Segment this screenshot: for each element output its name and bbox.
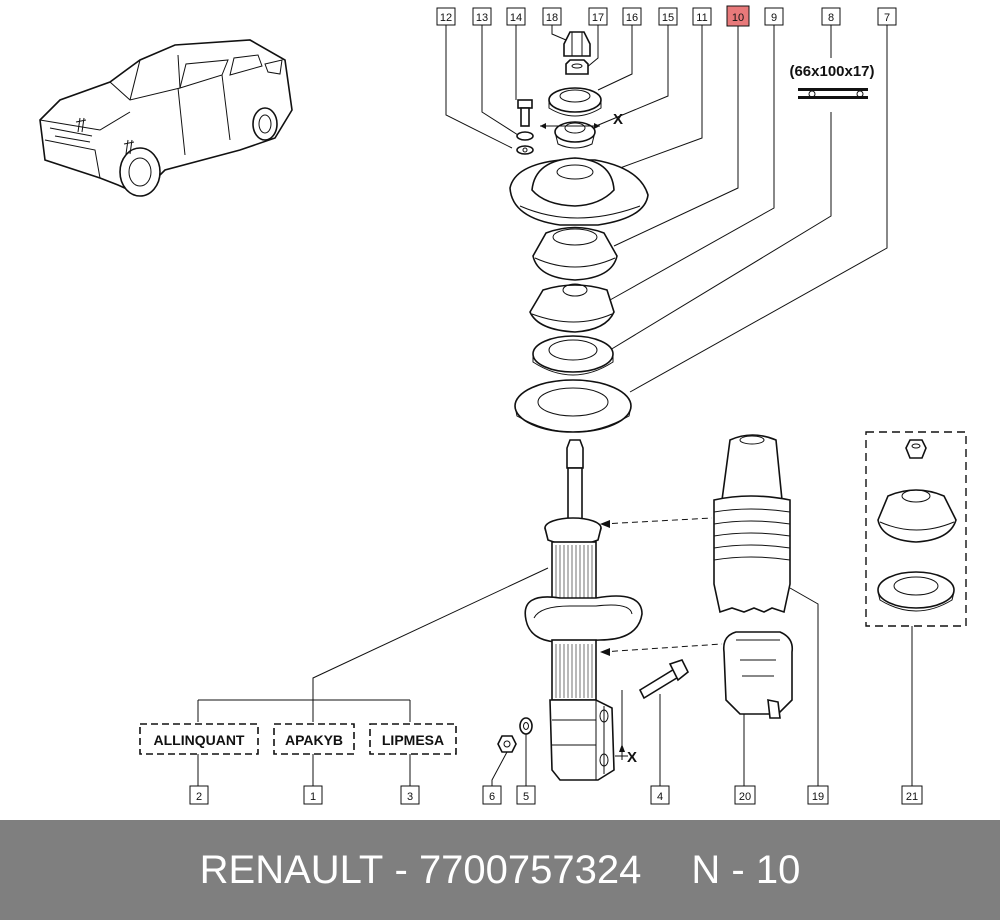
svg-text:19: 19	[812, 791, 824, 803]
svg-text:ALLINQUANT: ALLINQUANT	[154, 732, 245, 748]
callout-18: 18	[542, 7, 562, 26]
washer-5	[519, 717, 533, 735]
callout-9: 9	[764, 7, 784, 26]
svg-text:10: 10	[732, 12, 744, 24]
callout-19: 19	[807, 785, 829, 805]
footer-ref-number: 10	[755, 847, 801, 892]
dimension-label: (66x100x17)	[789, 63, 874, 80]
callout-12: 12	[436, 7, 456, 26]
svg-text:1: 1	[310, 791, 316, 803]
callout-13: 13	[472, 7, 492, 26]
callout-11: 11	[692, 7, 712, 26]
callout-10-highlighted: 10	[726, 5, 750, 27]
svg-text:APAKYB: APAKYB	[285, 732, 343, 748]
rubber-mount-10	[532, 226, 618, 281]
svg-text:15: 15	[662, 12, 674, 24]
callout-14: 14	[506, 7, 526, 26]
svg-text:2: 2	[196, 791, 202, 803]
callout-4: 4	[650, 785, 670, 805]
cap-nut-18	[563, 31, 591, 57]
footer-part-number: 7700757324	[418, 847, 642, 892]
svg-text:6: 6	[489, 791, 495, 803]
footer-dash: -	[394, 847, 408, 892]
brand-boxes: ALLINQUANT APAKYB LIPMESA	[139, 699, 457, 786]
kit-21	[865, 431, 967, 786]
svg-text:17: 17	[592, 12, 604, 24]
svg-text:16: 16	[626, 12, 638, 24]
callout-8: 8	[821, 7, 841, 26]
washer-12	[516, 145, 534, 155]
brand-apakyb: APAKYB	[273, 723, 355, 755]
callout-21: 21	[901, 785, 923, 805]
footer-dash-2: -	[731, 847, 745, 892]
svg-text:11: 11	[696, 12, 707, 24]
footer-ref-prefix: N	[691, 847, 721, 892]
ring-8	[532, 335, 614, 373]
bracket-fasteners	[491, 659, 690, 786]
svg-text:7: 7	[884, 12, 890, 24]
svg-text:9: 9	[771, 12, 777, 24]
svg-text:14: 14	[510, 12, 522, 24]
svg-text:20: 20	[739, 791, 751, 803]
washer-13	[516, 131, 534, 141]
svg-text:21: 21	[906, 791, 918, 803]
brand-allinquant: ALLINQUANT	[139, 723, 259, 755]
callout-16: 16	[622, 7, 642, 26]
callout-6: 6	[482, 785, 502, 805]
svg-text:12: 12	[440, 12, 452, 24]
bearing-9	[529, 284, 615, 333]
bushing-15	[554, 121, 596, 143]
bottom-callouts: 2 1 3 6 5 4 20 19 21	[189, 785, 923, 805]
callout-7: 7	[877, 7, 897, 26]
dust-boot-19	[600, 434, 819, 786]
top-mount-stack: X	[509, 31, 649, 433]
brand-lipmesa: LIPMESA	[369, 723, 457, 755]
svg-text:8: 8	[828, 12, 834, 24]
callout-17: 17	[588, 7, 608, 26]
clamp-20	[600, 631, 794, 786]
callout-15: 15	[658, 7, 678, 26]
svg-text:LIPMESA: LIPMESA	[382, 732, 444, 748]
svg-text:3: 3	[407, 791, 413, 803]
callout-5: 5	[516, 785, 536, 805]
callout-20: 20	[734, 785, 756, 805]
footer-brand: RENAULT	[199, 847, 384, 892]
callout-1: 1	[303, 785, 323, 805]
x-mark-top: X	[613, 111, 623, 128]
svg-text:18: 18	[546, 12, 558, 24]
top-callouts: 12 13 14 18 17 16 15 11 10 9 8 7	[436, 5, 897, 393]
nut-17	[565, 59, 589, 75]
nut-6	[497, 735, 517, 753]
svg-text:4: 4	[657, 791, 663, 803]
svg-text:13: 13	[476, 12, 488, 24]
bolt-14	[517, 99, 533, 109]
car-illustration	[39, 39, 293, 197]
spacer-plate-8: (66x100x17)	[789, 63, 875, 99]
ring-16	[548, 87, 602, 113]
footer-bar: RENAULT - 7700757324 N - 10	[0, 820, 1000, 920]
x-mark-bracket: X	[627, 749, 637, 766]
exploded-strut-diagram: 12 13 14 18 17 16 15 11 10 9 8 7 (66x100…	[39, 5, 967, 805]
callout-2: 2	[189, 785, 209, 805]
callout-3: 3	[400, 785, 420, 805]
shock-absorber: X	[312, 439, 643, 781]
svg-text:5: 5	[523, 791, 529, 803]
